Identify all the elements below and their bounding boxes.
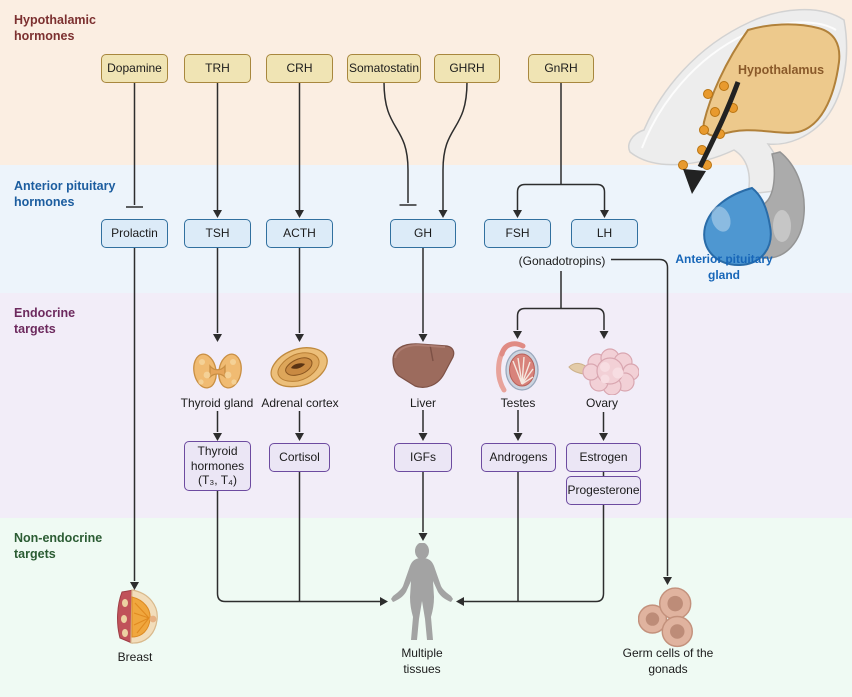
hypothalamus-illustration-label: Hypothalamus bbox=[738, 63, 825, 77]
line-thyroid-hormones-to-tissues bbox=[216, 491, 380, 603]
arrowhead-breast bbox=[130, 582, 139, 590]
line-somatostatin-to-gh bbox=[383, 81, 409, 203]
arrowhead-tsh bbox=[213, 210, 222, 218]
arrowhead-lh bbox=[600, 210, 609, 218]
human-silhouette-icon bbox=[391, 543, 453, 640]
arrowhead-testes bbox=[513, 331, 522, 339]
germ-cells-icon bbox=[638, 587, 693, 648]
hormone-box-progesterone: Progesterone bbox=[566, 476, 641, 505]
hormone-box-tsh: TSH bbox=[184, 219, 251, 248]
arrowhead-right-tissues bbox=[456, 597, 464, 606]
anterior-pituitary-shape bbox=[703, 186, 772, 267]
hormone-box-cortisol: Cortisol bbox=[269, 443, 330, 472]
arrowhead-adrenal bbox=[295, 334, 304, 342]
line-gonadotropins-split-testes-ovary bbox=[516, 307, 605, 330]
organ-label-thyroid: Thyroid gland bbox=[180, 396, 254, 410]
secretion-arrowhead bbox=[683, 169, 706, 194]
hypothalamus-pituitary-illustration bbox=[628, 8, 848, 267]
hormone-box-dopamine: Dopamine bbox=[101, 54, 168, 83]
anterior-pituitary-illustration-label: Anterior pituitary gland bbox=[675, 252, 773, 282]
hormone-box-gh: GH bbox=[390, 219, 456, 248]
arrowhead-thyroid-hormones bbox=[213, 433, 222, 441]
arrowhead-liver bbox=[418, 334, 428, 342]
hormone-box-crh: CRH bbox=[266, 54, 333, 83]
hormone-dots bbox=[678, 81, 738, 170]
testes-icon bbox=[496, 341, 539, 393]
arrowhead-cortisol bbox=[295, 433, 304, 441]
arrowhead-ovary bbox=[599, 331, 609, 339]
arrowhead-germ-cells bbox=[663, 577, 672, 585]
arrowhead-thyroid bbox=[213, 334, 222, 342]
target-label-multiple-tissues: Multiple tissues bbox=[401, 646, 443, 676]
target-label-breast: Breast bbox=[117, 650, 153, 664]
arrowhead-gh bbox=[438, 210, 448, 218]
thyroid-gland-icon bbox=[193, 353, 242, 389]
section-label-non-endocrine: Non-endocrine targets bbox=[14, 531, 103, 561]
adrenal-cortex-icon bbox=[270, 347, 328, 388]
arrowhead-igfs-tissues bbox=[418, 533, 428, 541]
band-endocrine-targets bbox=[0, 293, 852, 518]
organ-label-ovary: Ovary bbox=[585, 396, 618, 410]
hormone-box-gnrh: GnRH bbox=[528, 54, 594, 83]
line-gonadotropins-to-germ-cells bbox=[611, 258, 669, 576]
section-label-endocrine: Endocrine targets bbox=[14, 306, 76, 336]
arrowhead-androgens bbox=[513, 433, 523, 441]
hormone-box-thyroid-hormones: Thyroid hormones (T₃, T₄) bbox=[184, 441, 251, 491]
arrowhead-estrogen bbox=[599, 433, 608, 441]
hormone-box-trh: TRH bbox=[184, 54, 251, 83]
hormone-box-acth: ACTH bbox=[266, 219, 333, 248]
hormone-box-androgens: Androgens bbox=[481, 443, 556, 472]
hormone-box-estrogen: Estrogen bbox=[566, 443, 641, 472]
arrowhead-igfs bbox=[418, 433, 428, 441]
arrowhead-fsh bbox=[513, 210, 522, 218]
target-label-germ-cells: Germ cells of the gonads bbox=[622, 646, 714, 676]
section-label-hypothalamic: Hypothalamic hormones bbox=[14, 13, 96, 43]
organ-label-adrenal: Adrenal cortex bbox=[261, 396, 339, 410]
secretion-arrow bbox=[697, 81, 741, 169]
line-progesterone-to-tissues bbox=[464, 504, 605, 603]
hormone-box-prolactin: Prolactin bbox=[101, 219, 168, 248]
organ-label-liver: Liver bbox=[409, 396, 436, 410]
breast-icon bbox=[117, 589, 158, 644]
gonadotropins-note: (Gonadotropins) bbox=[518, 254, 606, 268]
hormone-box-somatostatin: Somatostatin bbox=[347, 54, 421, 83]
line-ghrh-to-gh bbox=[442, 81, 468, 210]
arrowhead-left-tissues bbox=[380, 597, 388, 606]
hormone-box-ghrh: GHRH bbox=[434, 54, 500, 83]
hormone-box-lh: LH bbox=[571, 219, 638, 248]
arrowhead-acth bbox=[295, 210, 304, 218]
ovary-icon bbox=[568, 348, 639, 395]
hormone-box-fsh: FSH bbox=[484, 219, 551, 248]
liver-icon bbox=[392, 343, 455, 388]
line-gnrh-split-fsh-lh bbox=[516, 183, 606, 211]
hormone-box-igfs: IGFs bbox=[394, 443, 452, 472]
organ-label-testes: Testes bbox=[500, 396, 536, 410]
section-label-anterior-pituitary: Anterior pituitary hormones bbox=[14, 179, 116, 209]
